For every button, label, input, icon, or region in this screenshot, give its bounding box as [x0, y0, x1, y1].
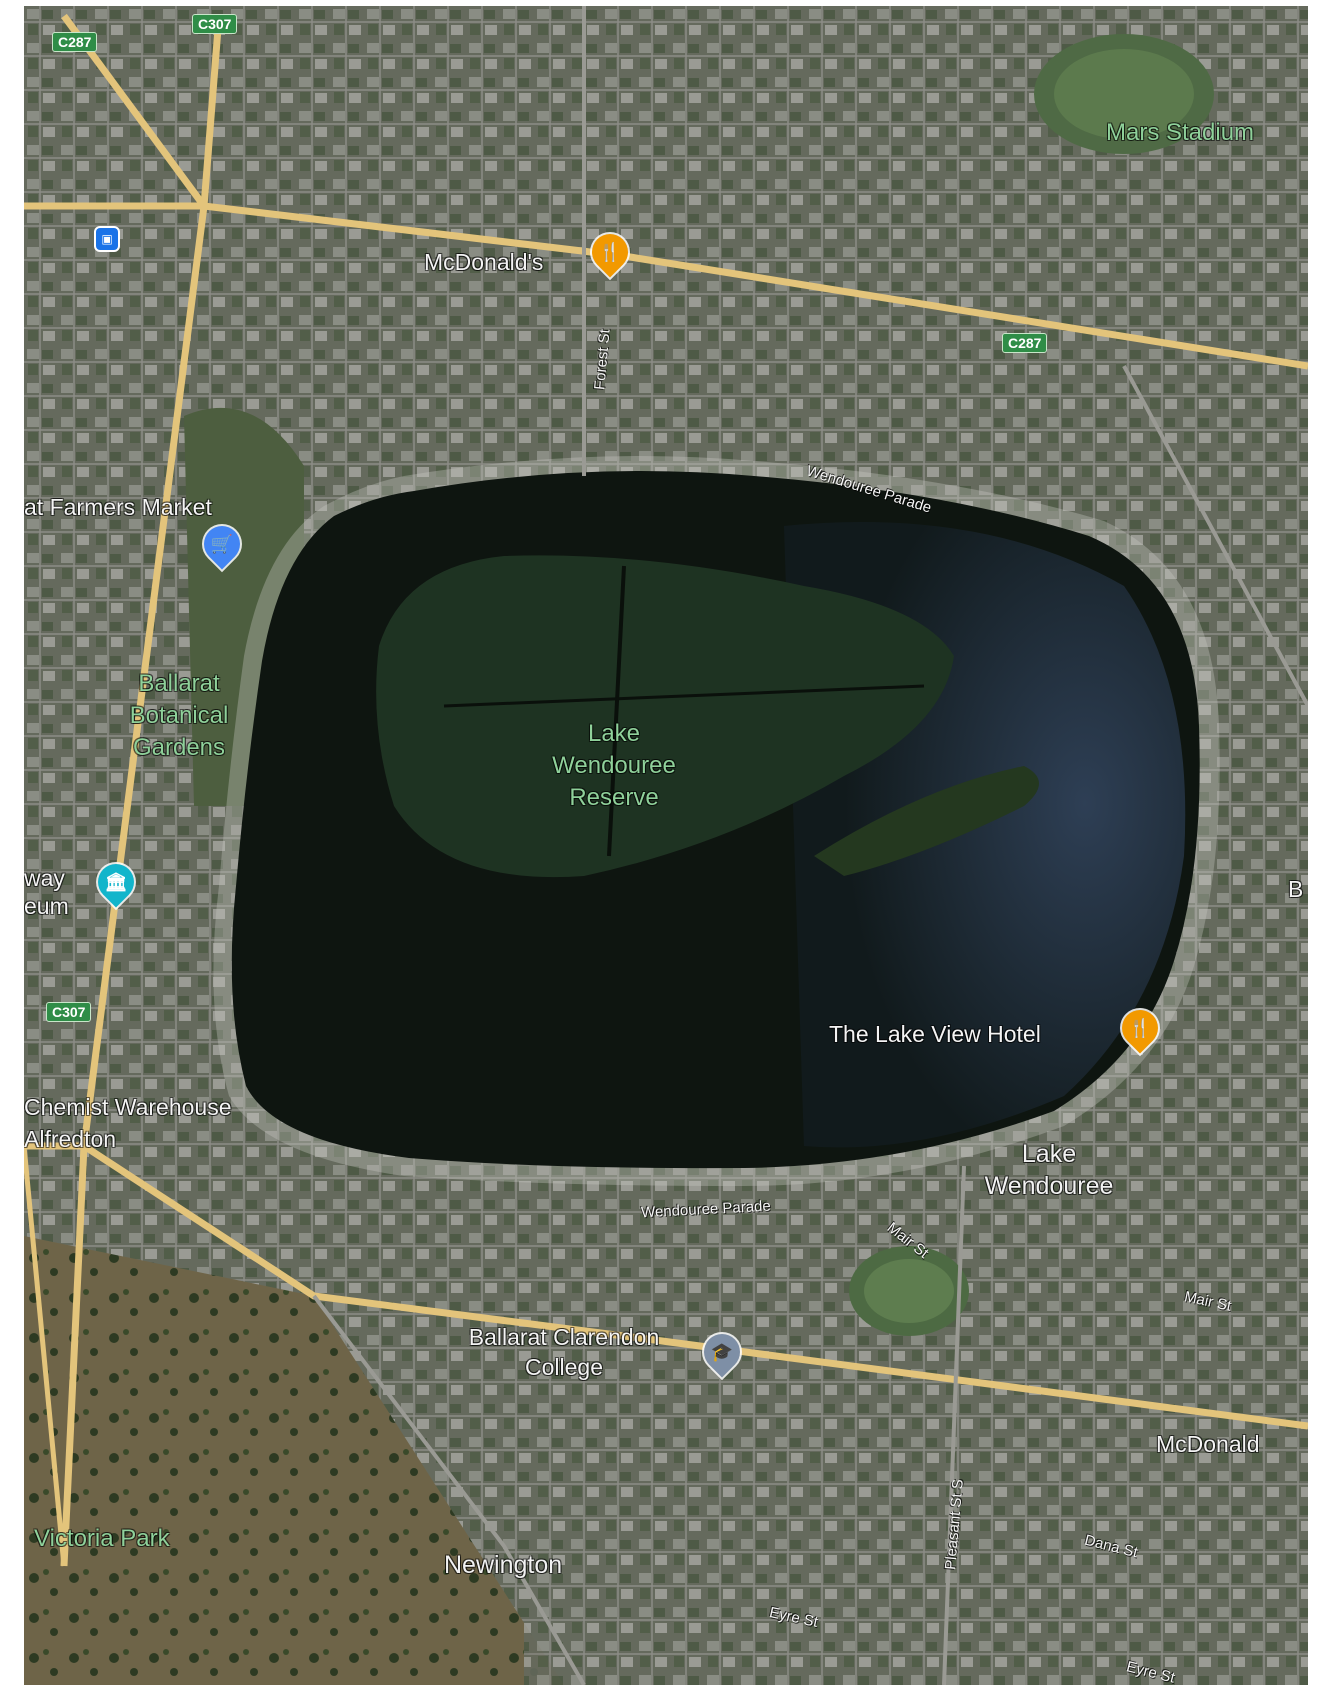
edge-label-b: B [1288, 876, 1304, 902]
restaurant-icon: 🍴 [598, 241, 622, 262]
route-shield-c307-w: C307 [46, 1002, 92, 1022]
lake-wendouree-suburb-label[interactable]: Lake Wendouree [984, 1140, 1114, 1200]
mcdonalds-north-pin[interactable]: 🍴 [584, 226, 636, 278]
shopping-cart-icon: 🛒 [210, 533, 234, 554]
chemist-warehouse-label[interactable]: Chemist Warehouse Alfredton [24, 1094, 232, 1152]
railway-museum-label[interactable]: way eum [24, 865, 69, 919]
bus-icon: ▣ [101, 232, 113, 246]
school-icon: 🎓 [710, 1341, 734, 1362]
route-shield-c307-n: C307 [192, 14, 238, 34]
railway-museum-pin[interactable]: 🏛 [90, 856, 142, 908]
lake-view-hotel-label[interactable]: The Lake View Hotel [829, 1021, 1041, 1047]
victoria-park-label[interactable]: Victoria Park [34, 1525, 170, 1552]
farmers-market-label[interactable]: at Farmers Market [24, 494, 212, 520]
mcdonalds-north-label[interactable]: McDonald's [424, 249, 544, 275]
clarendon-college-pin[interactable]: 🎓 [696, 1326, 748, 1378]
newington-label[interactable]: Newington [444, 1551, 563, 1579]
farmers-market-pin[interactable]: 🛒 [196, 518, 248, 570]
route-shield-c287-e: C287 [1002, 333, 1048, 353]
satellite-map[interactable]: Lake Wendouree Reserve Lake Wendouree Ne… [24, 6, 1308, 1685]
map-base-layer [24, 6, 1308, 1685]
mars-stadium-label[interactable]: Mars Stadium [1106, 119, 1255, 146]
clarendon-college-label[interactable]: Ballarat Clarendon College [468, 1324, 660, 1380]
lake-view-hotel-pin[interactable]: 🍴 [1114, 1002, 1166, 1054]
museum-icon: 🏛 [104, 871, 128, 892]
mcdonalds-south-label[interactable]: McDonald [1156, 1431, 1260, 1457]
botanical-gardens-label[interactable]: Ballarat Botanical Gardens [129, 670, 229, 761]
restaurant-icon: 🍴 [1128, 1017, 1152, 1038]
bus-stop-icon[interactable]: ▣ [96, 228, 118, 250]
route-shield-c287-nw: C287 [52, 32, 98, 52]
lake-reserve-label[interactable]: Lake Wendouree Reserve [552, 720, 676, 811]
